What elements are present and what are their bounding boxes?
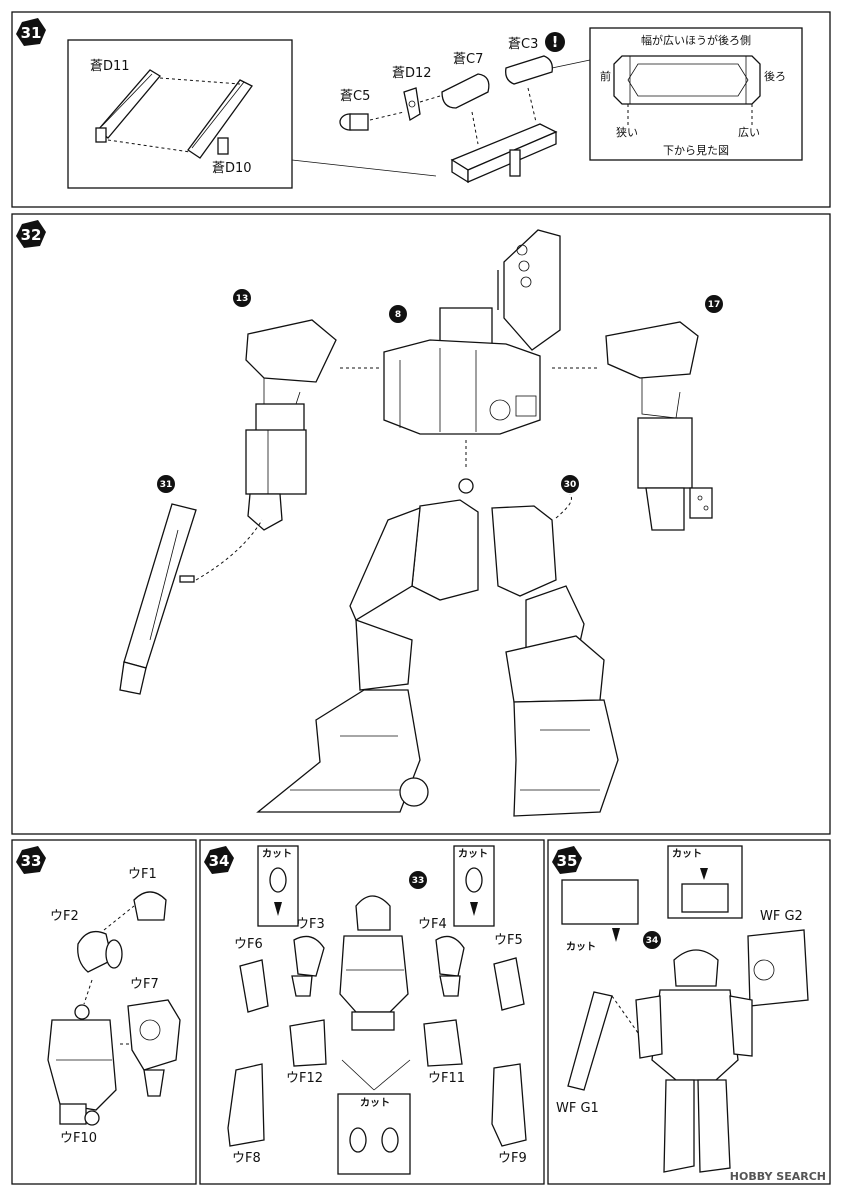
step-badge-icon: 34: [204, 846, 234, 874]
rail-inset-box: 蒼D11 蒼D10: [67, 39, 437, 189]
part-label-f11: ウF11: [428, 1071, 465, 1086]
note-caption: 下から見た図: [663, 144, 729, 157]
reference-badge-icon: 8: [389, 305, 407, 323]
step-33-number: 33: [21, 852, 42, 870]
orientation-note-box: 幅が広いほうが後ろ側 前 後ろ 狭い 広い 下から見た図: [589, 27, 803, 161]
note-wide: 広い: [738, 126, 760, 139]
part-label-f10: ウF10: [60, 1131, 97, 1146]
part-label-f1: ウF1: [128, 867, 157, 882]
note-narrow: 狭い: [616, 126, 638, 139]
reference-badge-icon: 13: [233, 289, 251, 307]
part-label-f2: ウF2: [50, 909, 79, 924]
part-label-d12: 蒼D12: [392, 66, 432, 81]
figure-body: [339, 895, 409, 1031]
reference-badge-icon: 17: [705, 295, 723, 313]
part-c5: [339, 113, 369, 131]
reference-badge-icon: 34: [643, 931, 661, 949]
cut-box-top: カット: [667, 845, 743, 919]
part-c7: [441, 73, 490, 109]
rail-d11: [95, 69, 161, 143]
cut-box-right: カット: [453, 845, 495, 927]
torso: [383, 229, 561, 435]
figure-arms: [239, 935, 525, 1013]
part-label-g1: WF G1: [556, 1101, 599, 1116]
part-label-c7: 蒼C7: [453, 52, 483, 67]
figure-final: [635, 949, 753, 1173]
ref-31: 31: [160, 480, 173, 490]
scissors-icon: [470, 902, 478, 916]
cut-label-left: カット: [262, 848, 292, 860]
beam-rifle: [119, 503, 197, 695]
bottom-view-part: [613, 55, 761, 105]
reference-badge-icon: 33: [409, 871, 427, 889]
part-label-f12: ウF12: [286, 1071, 323, 1086]
step-35-panel: 35 34 カット カット WF G2 WF G1: [547, 839, 831, 1185]
part-label-d11: 蒼D11: [90, 59, 130, 74]
scissors-icon: [274, 902, 282, 916]
note-title: 幅が広いほうが後ろ側: [641, 33, 751, 47]
part-label-g2: WF G2: [760, 909, 803, 924]
cut-box-bottom: カット: [337, 1059, 411, 1175]
part-label-d10: 蒼D10: [212, 161, 252, 176]
ref-34: 34: [646, 936, 659, 946]
ref-17: 17: [708, 300, 721, 310]
assembled-rail-unit: [450, 87, 558, 184]
scissors-icon: [612, 928, 620, 942]
ref-33: 33: [412, 876, 425, 886]
hip-and-legs: [256, 478, 619, 817]
cut-box-left-top: カット: [561, 879, 639, 953]
step-34-panel: 34 33 カット カット ウF3 ウF4 ウF6 ウF5 ウF12 ウF11 …: [199, 839, 545, 1185]
step-31-panel: 31 蒼D11 蒼D10 蒼C5: [11, 11, 831, 208]
note-front: 前: [600, 69, 611, 83]
warning-icon: !: [545, 32, 565, 52]
part-d12: [403, 87, 421, 122]
step-badge-icon: 32: [16, 220, 46, 248]
part-label-f9: ウF9: [498, 1151, 527, 1166]
step-34-number: 34: [209, 852, 230, 870]
backpack-g2: [747, 929, 809, 1007]
cut-label-bottom: カット: [360, 1097, 390, 1109]
note-back: 後ろ: [764, 69, 786, 83]
cut-label-top: カット: [672, 848, 702, 860]
part-label-f4: ウF4: [418, 917, 447, 932]
left-arm: [245, 319, 337, 531]
step-32-number: 32: [21, 226, 42, 244]
cut-label-left: カット: [566, 941, 596, 953]
svg-text:!: !: [552, 33, 559, 51]
torso-parts: [47, 999, 181, 1126]
ref-8: 8: [395, 310, 401, 320]
step-badge-icon: 35: [552, 846, 582, 874]
cut-label-right: カット: [458, 848, 488, 860]
part-label-c3: 蒼C3: [508, 37, 538, 52]
ref-30: 30: [564, 480, 577, 490]
part-label-f5: ウF5: [494, 933, 523, 948]
right-arm: [605, 321, 713, 531]
figure-legs: [227, 1019, 527, 1147]
step-badge-icon: 33: [16, 846, 46, 874]
step-32-panel: 32 13 8 17 31 30: [11, 213, 831, 835]
step-31-number: 31: [21, 24, 42, 42]
part-c3: [505, 55, 553, 85]
head-parts: [77, 891, 167, 973]
rail-d10: [187, 79, 253, 159]
scissors-icon: [700, 868, 708, 880]
reference-badge-icon: 30: [561, 475, 579, 493]
reference-badge-icon: 31: [157, 475, 175, 493]
watermark: HOBBY SEARCH: [730, 1170, 826, 1183]
step-35-number: 35: [557, 852, 578, 870]
step-badge-icon: 31: [16, 18, 46, 46]
part-label-f7: ウF7: [130, 977, 159, 992]
part-label-c5: 蒼C5: [340, 89, 370, 104]
part-label-f8: ウF8: [232, 1151, 261, 1166]
ref-13: 13: [236, 294, 249, 304]
step-33-panel: 33 ウF1 ウF2 ウF7 ウF10: [11, 839, 197, 1185]
cut-box-left: カット: [257, 845, 299, 927]
part-label-f3: ウF3: [296, 917, 325, 932]
part-label-f6: ウF6: [234, 937, 263, 952]
